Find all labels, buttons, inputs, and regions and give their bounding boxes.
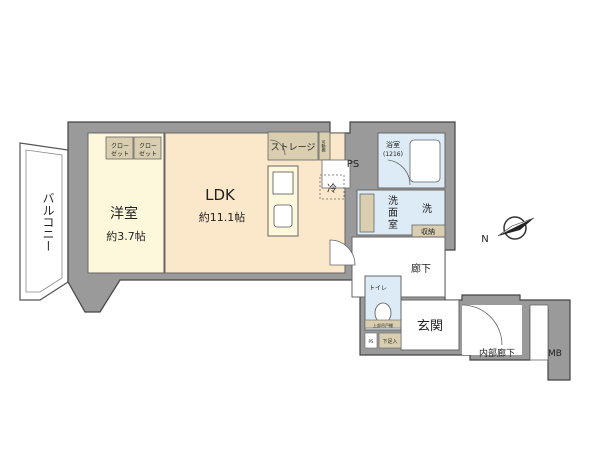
washroom-label-1: 洗 <box>388 195 398 207</box>
door-bath <box>387 159 411 186</box>
fridge-label: 冷 <box>327 182 337 195</box>
shoe-box <box>378 332 402 349</box>
balcony-inner-line <box>25 149 63 293</box>
closet-1-label-b: ゼット <box>111 150 129 158</box>
closet-1 <box>105 136 134 160</box>
door-entrance <box>461 304 503 346</box>
bath-size: (1216) <box>383 151 403 158</box>
hallway-label: 廊下 <box>411 262 431 275</box>
mb-area <box>529 304 549 361</box>
shoe-box-label: 下足入 <box>382 339 397 345</box>
ps-top-label: PS <box>347 159 359 170</box>
ps-shaft-bottom <box>364 332 378 349</box>
closet-2-label-b: ゼット <box>139 150 157 158</box>
bath-name: 浴室 <box>386 140 400 149</box>
western-room-size: 約3.7帖 <box>106 229 146 243</box>
washroom-label-2: 面 <box>388 208 398 219</box>
movable-shelf-label: 可動棚 <box>322 140 327 153</box>
door-ldk <box>329 239 356 266</box>
ps-bottom-label: PS <box>369 339 374 344</box>
toilet-label: トイレ <box>369 285 387 292</box>
balcony-label: バルコニー <box>41 192 55 252</box>
storage-label: ストレージ <box>271 143 316 153</box>
fridge-space <box>319 174 345 200</box>
western-room-name: 洋室 <box>110 205 138 222</box>
storage-small-label: 収納 <box>421 227 435 236</box>
washer-label: 洗 <box>422 203 432 215</box>
storage-room <box>267 131 319 161</box>
mb-label: MB <box>548 349 562 359</box>
compass-north-label: N <box>481 234 488 245</box>
entrance-label: 玄関 <box>417 319 443 334</box>
ldk-size: 約11.1帖 <box>199 210 246 224</box>
inner-corridor-label: 内部廊下 <box>479 347 515 359</box>
vanity <box>359 193 375 233</box>
closet-2 <box>133 136 162 160</box>
upper-cabinet-label: 上部吊戸棚 <box>373 322 393 328</box>
sink-icon <box>273 204 293 228</box>
washroom-label-3: 室 <box>388 218 398 231</box>
closet-1-label-a: クロー <box>111 143 129 150</box>
compass-icon: N <box>481 216 535 245</box>
inner-corridor-area <box>462 305 522 355</box>
ps-shaft-top <box>321 159 351 189</box>
stove-icon <box>272 171 294 195</box>
closet-2-label-a: クロー <box>139 143 157 150</box>
door-storage <box>269 139 286 156</box>
bathtub-icon <box>409 139 441 183</box>
entrance-floor <box>400 299 460 351</box>
balcony-area <box>19 142 69 301</box>
ldk-name: LDK <box>205 186 236 204</box>
